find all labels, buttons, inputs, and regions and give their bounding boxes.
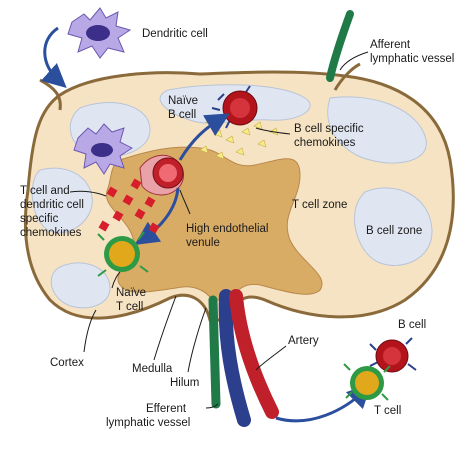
- exiting-b-cell: [369, 337, 417, 373]
- label-afferent-1: Afferent: [370, 39, 411, 51]
- label-t-dc-1: T cell and: [20, 185, 70, 197]
- dendritic-cell-top: [67, 7, 132, 59]
- label-dendritic-cell: Dendritic cell: [142, 28, 208, 40]
- afferent-vessel-right: [333, 62, 361, 91]
- arrow-hev-to-b-cell: [178, 113, 230, 161]
- label-hev-2: venule: [186, 237, 220, 249]
- dendritic-cell-inner: [73, 123, 133, 175]
- label-naive-b-1: Naïve: [168, 95, 198, 107]
- exiting-t-cell: [343, 363, 391, 401]
- label-b-cell: B cell: [398, 319, 426, 331]
- afferent-vessel-top-right: [326, 10, 354, 82]
- label-naive-t-2: T cell: [116, 301, 143, 313]
- high-endothelial-venule: [139, 154, 184, 196]
- follicle-left: [31, 167, 93, 234]
- follicle-bottom-left: [50, 262, 111, 309]
- label-naive-b-2: B cell: [168, 109, 196, 121]
- label-t-dc-3: specific: [20, 213, 59, 225]
- label-naive-t-1: Naïve: [116, 287, 146, 299]
- label-hev-1: High endothelial: [186, 223, 268, 235]
- label-t-cell: T cell: [374, 405, 401, 417]
- label-hilum: Hilum: [170, 377, 199, 389]
- label-efferent-1: Efferent: [146, 403, 187, 415]
- label-b-zone: B cell zone: [366, 225, 422, 237]
- label-t-dc-4: chemokines: [20, 227, 82, 239]
- label-artery: Artery: [288, 335, 319, 347]
- follicle-right: [354, 187, 433, 266]
- leader-lines: [69, 51, 369, 409]
- label-b-chemo-2: chemokines: [294, 137, 356, 149]
- arrow-dendritic-migration: [40, 26, 67, 89]
- label-cortex: Cortex: [50, 357, 84, 369]
- naive-t-cell: [97, 231, 149, 277]
- label-t-zone: T cell zone: [292, 199, 347, 211]
- follicle-top-right: [327, 96, 427, 164]
- hilum-vessels: [208, 289, 279, 427]
- t-cell-chemokines: [98, 178, 160, 234]
- naive-b-cell: [211, 85, 258, 129]
- label-t-dc-2: dendritic cell: [20, 199, 84, 211]
- arrow-hev-to-t-cell: [134, 187, 180, 245]
- arrow-efferent-exit: [275, 383, 372, 423]
- label-efferent-2: lymphatic vessel: [106, 417, 190, 429]
- label-b-chemo-1: B cell specific: [294, 123, 364, 135]
- label-afferent-2: lymphatic vessel: [370, 53, 454, 65]
- label-medulla: Medulla: [132, 363, 173, 375]
